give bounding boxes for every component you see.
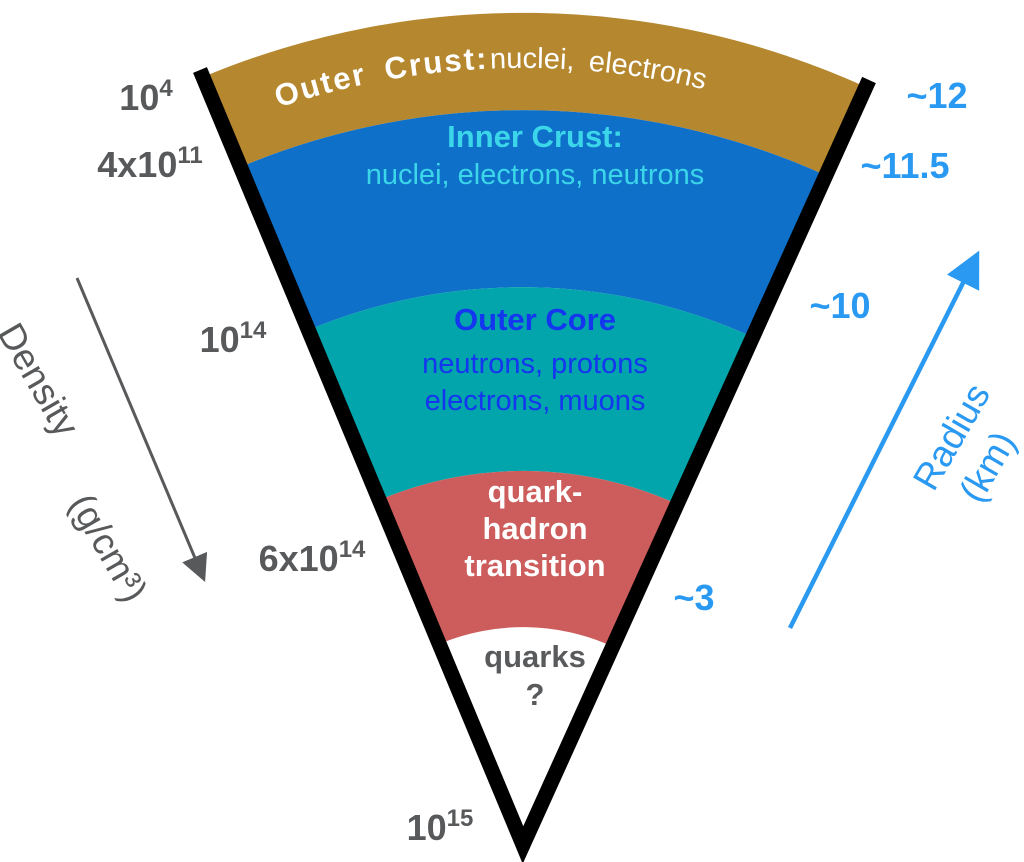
density-arrow: [75, 277, 208, 582]
density-tick-1e15-sup: 15: [447, 805, 474, 832]
density-axis-unit: (g/cm³): [61, 487, 155, 609]
radius-tick-11-5: ~11.5: [860, 145, 949, 186]
layer-outer-core: [308, 287, 753, 504]
density-tick-4e11-base: 4x10: [97, 144, 177, 185]
density-tick-1e15: 1015: [407, 805, 474, 848]
density-tick-6e14: 6x1014: [259, 536, 366, 579]
density-tick-1e4-base: 10: [119, 77, 159, 118]
quark-hadron-line2: hadron: [482, 511, 587, 546]
density-tick-1e14: 1014: [200, 317, 267, 360]
radius-tick-12: ~12: [906, 75, 967, 116]
density-tick-1e14-base: 10: [200, 319, 240, 360]
radius-tick-10: ~10: [809, 285, 870, 326]
radius-tick-3: ~3: [673, 577, 714, 618]
outer-core-particles-line2: electrons, muons: [425, 385, 646, 417]
density-tick-1e4: 104: [119, 75, 173, 118]
quarks-label: quarks: [484, 639, 586, 674]
layer-outer-crust: [203, 12, 866, 176]
density-tick-1e14-sup: 14: [240, 317, 267, 344]
inner-crust-particles: nuclei, electrons, neutrons: [366, 159, 705, 191]
density-tick-1e4-sup: 4: [159, 75, 173, 102]
outer-core-label: Outer Core: [454, 302, 616, 337]
quarks-question-mark: ?: [526, 677, 545, 712]
quark-hadron-line1: quark-: [488, 474, 583, 509]
density-tick-6e14-base: 6x10: [259, 538, 339, 579]
quark-hadron-line3: transition: [464, 548, 605, 583]
wedge-edges: [193, 67, 876, 862]
density-tick-4e11: 4x1011: [97, 142, 202, 185]
outer-core-particles-line1: neutrons, protons: [422, 348, 648, 380]
inner-crust-label: Inner Crust:: [447, 119, 623, 154]
density-axis-label: Density: [0, 316, 87, 444]
radius-arrow: [787, 250, 980, 630]
density-tick-4e11-sup: 11: [177, 142, 202, 169]
density-tick-1e15-base: 10: [407, 807, 447, 848]
layer-inner-crust: [240, 110, 826, 337]
density-tick-6e14-sup: 14: [339, 536, 366, 563]
layer-quark-hadron: [379, 470, 677, 647]
